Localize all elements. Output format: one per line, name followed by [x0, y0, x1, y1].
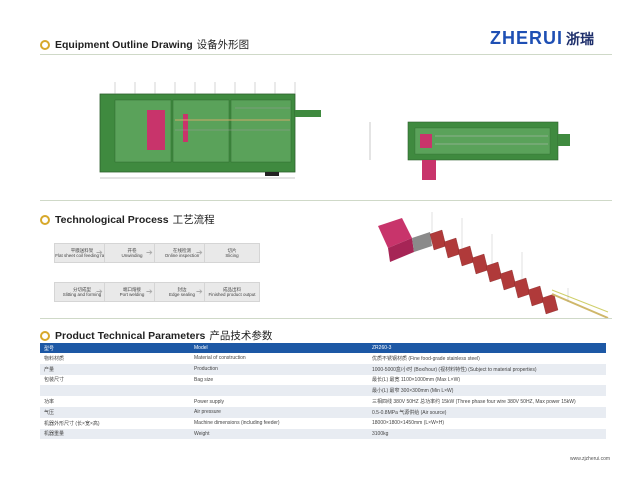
arrow-right-icon: ➔: [146, 287, 153, 296]
header-divider: [40, 54, 612, 55]
section-bullet-icon: [40, 214, 50, 225]
params-table-header: 型号 Model ZR260-3: [40, 343, 606, 353]
process-section-title: Technological Process 工艺流程: [40, 212, 215, 227]
outline-section-title: Equipment Outline Drawing 设备外形图: [40, 37, 249, 52]
outline-front-view: [99, 82, 321, 179]
footer-url: www.zjzherui.com: [570, 456, 611, 462]
table-row: 最小(L) 最窄 300×300mm (Min L×W): [40, 385, 606, 397]
machine-3d-illustration: [378, 212, 609, 319]
divider-process: [40, 200, 612, 201]
outline-top-view: [369, 121, 570, 180]
section-bullet-icon: [40, 330, 50, 341]
divider-params: [40, 318, 612, 319]
table-row: 机器外形尺寸 (长×宽×高)Machine dimensions (includ…: [44, 420, 444, 427]
arrow-right-icon: ➔: [96, 287, 103, 296]
arrow-right-icon: ➔: [146, 248, 153, 257]
section-bullet-icon: [40, 39, 50, 50]
arrow-right-icon: ➔: [196, 287, 203, 296]
brand-logo: ZHERUI 浙瑞: [490, 28, 594, 48]
arrow-right-icon: ➔: [96, 248, 103, 257]
arrow-right-icon: ➔: [196, 248, 203, 257]
params-section-title: Product Technical Parameters 产品技术参数: [40, 328, 272, 343]
